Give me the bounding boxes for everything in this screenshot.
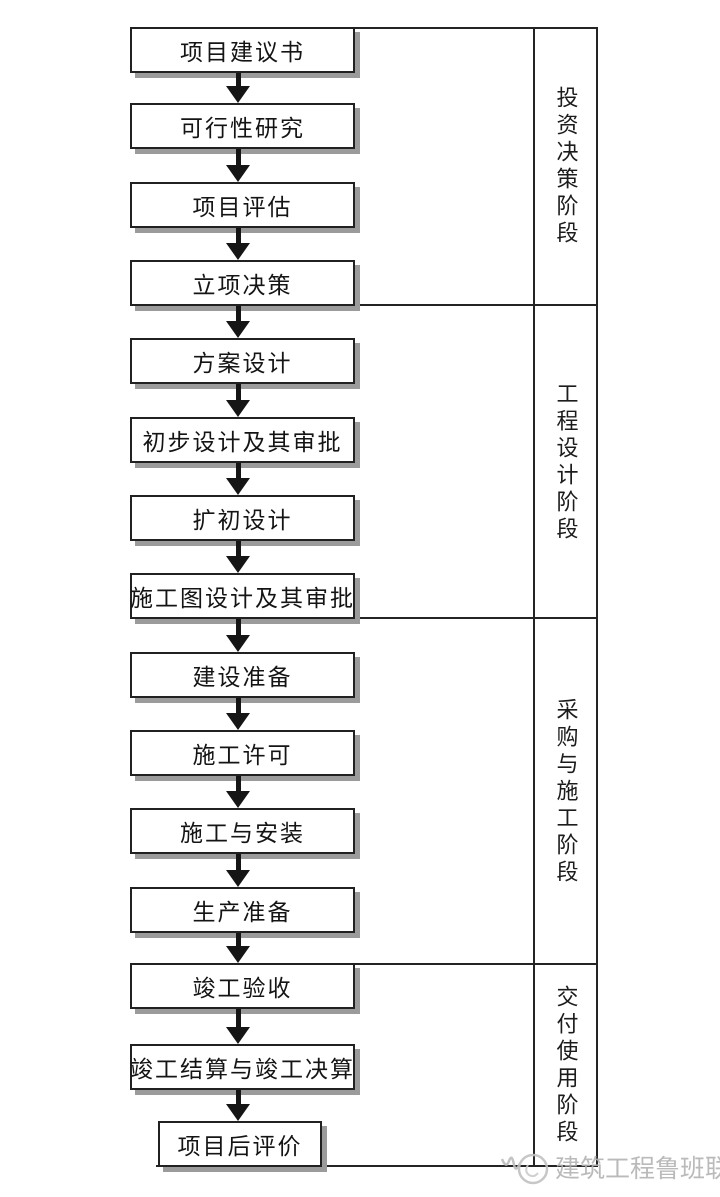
flow-node-project-proposal: 项目建议书 (130, 27, 355, 73)
arrow-down-icon (226, 854, 250, 887)
flow-node-construction-and-installation: 施工与安装 (130, 808, 355, 854)
phase-divider-top (355, 27, 598, 29)
luban-alliance-logo-icon (500, 1153, 549, 1185)
arrow-down-icon (226, 776, 250, 808)
arrow-down-icon (226, 541, 250, 573)
phase-divider-1 (355, 304, 598, 306)
phase-divider-2 (355, 617, 598, 619)
arrow-down-icon (226, 149, 250, 182)
flow-node-expanded-preliminary-design: 扩初设计 (130, 495, 355, 541)
flow-node-project-evaluation: 项目评估 (130, 182, 355, 228)
flow-node-construction-preparation: 建设准备 (130, 652, 355, 698)
flow-node-construction-drawing-design-approval: 施工图设计及其审批 (130, 573, 355, 619)
flow-node-production-preparation: 生产准备 (130, 887, 355, 933)
arrow-down-icon (226, 1090, 250, 1121)
flow-node-preliminary-design-and-approval: 初步设计及其审批 (130, 417, 355, 463)
flow-node-project-approval-decision: 立项决策 (130, 260, 355, 306)
phase-label-investment-decision: 投资决策阶段 (553, 85, 579, 248)
arrow-down-icon (226, 306, 250, 338)
phase-label-handover-use: 交付使用阶段 (553, 985, 579, 1147)
phase-label-engineering-design: 工程设计阶段 (553, 381, 579, 544)
phase-bracket-outer-line (596, 27, 598, 1167)
arrow-down-icon (226, 73, 250, 103)
phase-divider-3 (343, 963, 598, 965)
flow-node-construction-permit: 施工许可 (130, 730, 355, 776)
flow-node-post-project-evaluation: 项目后评价 (158, 1121, 322, 1167)
arrow-down-icon (226, 619, 250, 652)
phase-divider-bottom (156, 1165, 598, 1167)
watermark: 建筑工程鲁班联盟 (500, 1142, 720, 1192)
flow-node-completion-settlement-final-accounts: 竣工结算与竣工决算 (130, 1044, 355, 1090)
phase-bracket-inner-line (533, 27, 535, 1167)
flow-node-feasibility-study: 可行性研究 (130, 103, 355, 149)
flow-node-completion-acceptance: 竣工验收 (130, 963, 355, 1009)
arrow-down-icon (226, 463, 250, 495)
arrow-down-icon (226, 1009, 250, 1044)
phase-label-procurement-construction: 采购与施工阶段 (553, 697, 579, 887)
arrow-down-icon (226, 698, 250, 730)
arrow-down-icon (226, 384, 250, 417)
arrow-down-icon (226, 228, 250, 260)
watermark-text: 建筑工程鲁班联盟 (555, 1156, 720, 1183)
flow-node-schematic-design: 方案设计 (130, 338, 355, 384)
arrow-down-icon (226, 933, 250, 963)
